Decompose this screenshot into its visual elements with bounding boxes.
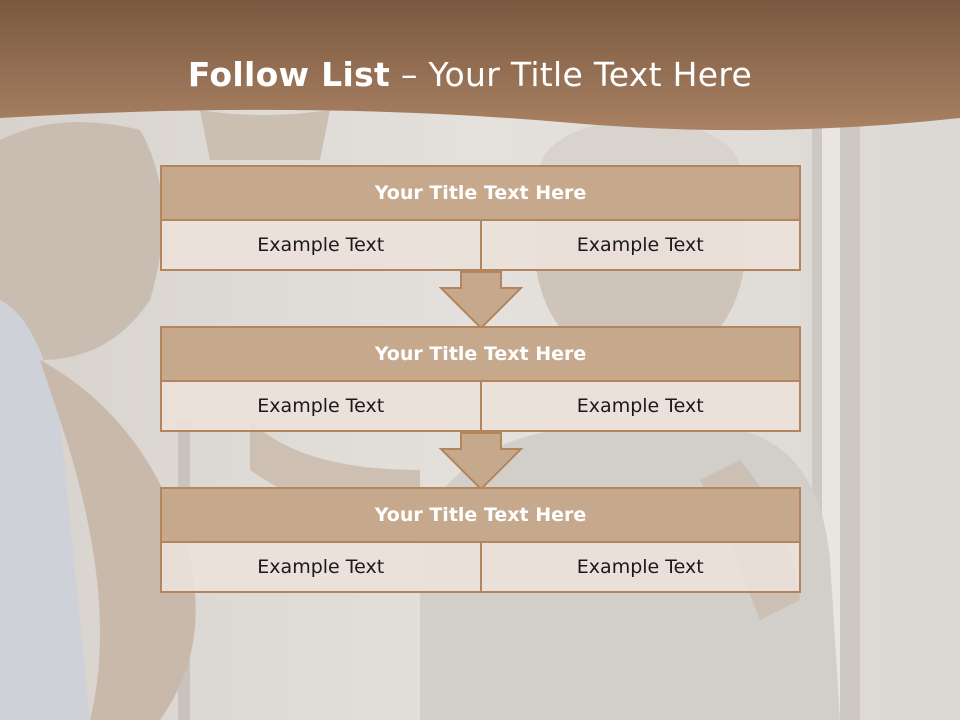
down-arrow-icon bbox=[438, 432, 524, 491]
list-block-1: Your Title Text Here Example Text Exampl… bbox=[160, 165, 801, 271]
down-arrow-icon bbox=[438, 271, 524, 330]
block-cell-right: Example Text bbox=[481, 382, 801, 432]
block-row: Example Text Example Text bbox=[160, 382, 801, 432]
block-cell-right: Example Text bbox=[481, 221, 801, 271]
list-block-3: Your Title Text Here Example Text Exampl… bbox=[160, 487, 801, 593]
block-row: Example Text Example Text bbox=[160, 543, 801, 593]
slide-title: Follow List – Your Title Text Here bbox=[0, 55, 940, 94]
slide-title-rest: – Your Title Text Here bbox=[390, 55, 753, 94]
block-cell-left: Example Text bbox=[160, 221, 482, 271]
block-title: Your Title Text Here bbox=[160, 487, 801, 543]
block-title: Your Title Text Here bbox=[160, 165, 801, 221]
header-band bbox=[0, 0, 960, 131]
block-cell-left: Example Text bbox=[160, 543, 482, 593]
slide-title-bold: Follow List bbox=[187, 55, 391, 94]
block-cell-right: Example Text bbox=[481, 543, 801, 593]
block-title: Your Title Text Here bbox=[160, 326, 801, 382]
block-row: Example Text Example Text bbox=[160, 221, 801, 271]
list-block-2: Your Title Text Here Example Text Exampl… bbox=[160, 326, 801, 432]
block-cell-left: Example Text bbox=[160, 382, 482, 432]
